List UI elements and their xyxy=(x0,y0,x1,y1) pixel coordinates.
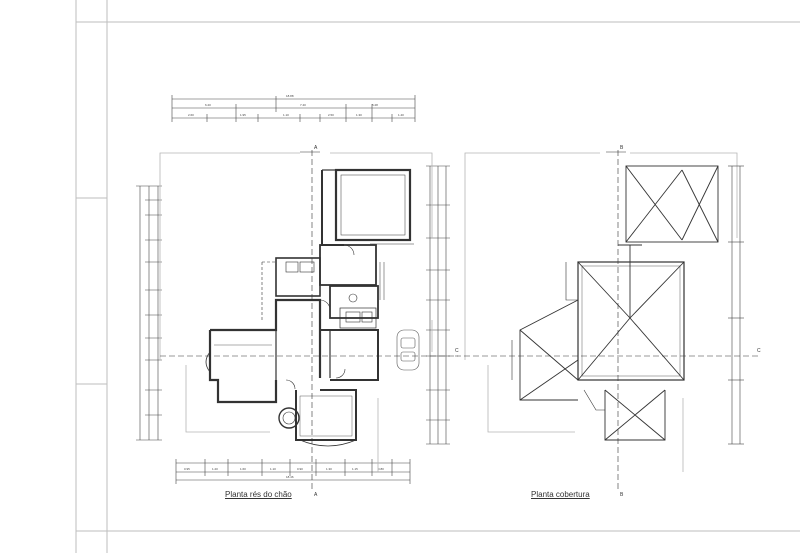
site-outline-left xyxy=(159,152,433,472)
section-marker-b-bottom: B xyxy=(620,492,624,498)
svg-text:2.60: 2.60 xyxy=(188,113,194,117)
section-lines xyxy=(160,150,760,490)
svg-text:18.88: 18.88 xyxy=(286,94,294,98)
car-symbol xyxy=(396,329,420,371)
section-marker-a-bottom: A xyxy=(314,492,318,498)
bottom-dimension-chain xyxy=(175,459,411,484)
section-marker-c-right: C xyxy=(757,348,761,354)
roof-plan xyxy=(511,165,719,441)
svg-text:18.46: 18.46 xyxy=(286,475,294,479)
section-marker-b-top: B xyxy=(620,145,624,151)
svg-text:6.20: 6.20 xyxy=(205,103,211,107)
right-dimension-chain xyxy=(426,165,450,445)
svg-text:1.10: 1.10 xyxy=(283,113,289,117)
svg-text:1.20: 1.20 xyxy=(212,467,218,471)
section-markers: A A B B C C xyxy=(314,145,761,498)
svg-text:1.30: 1.30 xyxy=(356,113,362,117)
top-dimension-chain xyxy=(171,95,416,122)
svg-text:1.95: 1.95 xyxy=(240,113,246,117)
svg-text:0.80: 0.80 xyxy=(378,467,384,471)
bottom-dimension-numbers: 0.95 1.20 1.60 1.10 0.90 1.30 1.15 0.80 … xyxy=(184,467,384,479)
sheet-frame xyxy=(75,0,800,553)
section-marker-a-top: A xyxy=(314,145,318,151)
section-marker-c-left: C xyxy=(455,348,459,354)
svg-text:5.28: 5.28 xyxy=(372,103,378,107)
top-dimension-numbers: 18.88 6.20 7.40 5.28 2.60 1.95 1.10 2.50… xyxy=(188,94,404,117)
svg-text:0.95: 0.95 xyxy=(184,467,190,471)
svg-text:1.10: 1.10 xyxy=(270,467,276,471)
svg-text:1.15: 1.15 xyxy=(352,467,358,471)
svg-text:0.90: 0.90 xyxy=(297,467,303,471)
svg-text:1.60: 1.60 xyxy=(240,467,246,471)
site-outline-right xyxy=(464,152,738,472)
ground-floor-plan-title: Planta rés do chão xyxy=(225,490,292,499)
svg-text:1.40: 1.40 xyxy=(398,113,404,117)
left-dimension-chain xyxy=(136,185,162,441)
svg-text:1.30: 1.30 xyxy=(326,467,332,471)
svg-text:7.40: 7.40 xyxy=(300,103,306,107)
ground-floor-plan xyxy=(205,168,414,447)
roof-plan-title: Planta cobertura xyxy=(531,490,590,499)
svg-text:2.50: 2.50 xyxy=(328,113,334,117)
roof-right-dimension xyxy=(728,165,744,445)
